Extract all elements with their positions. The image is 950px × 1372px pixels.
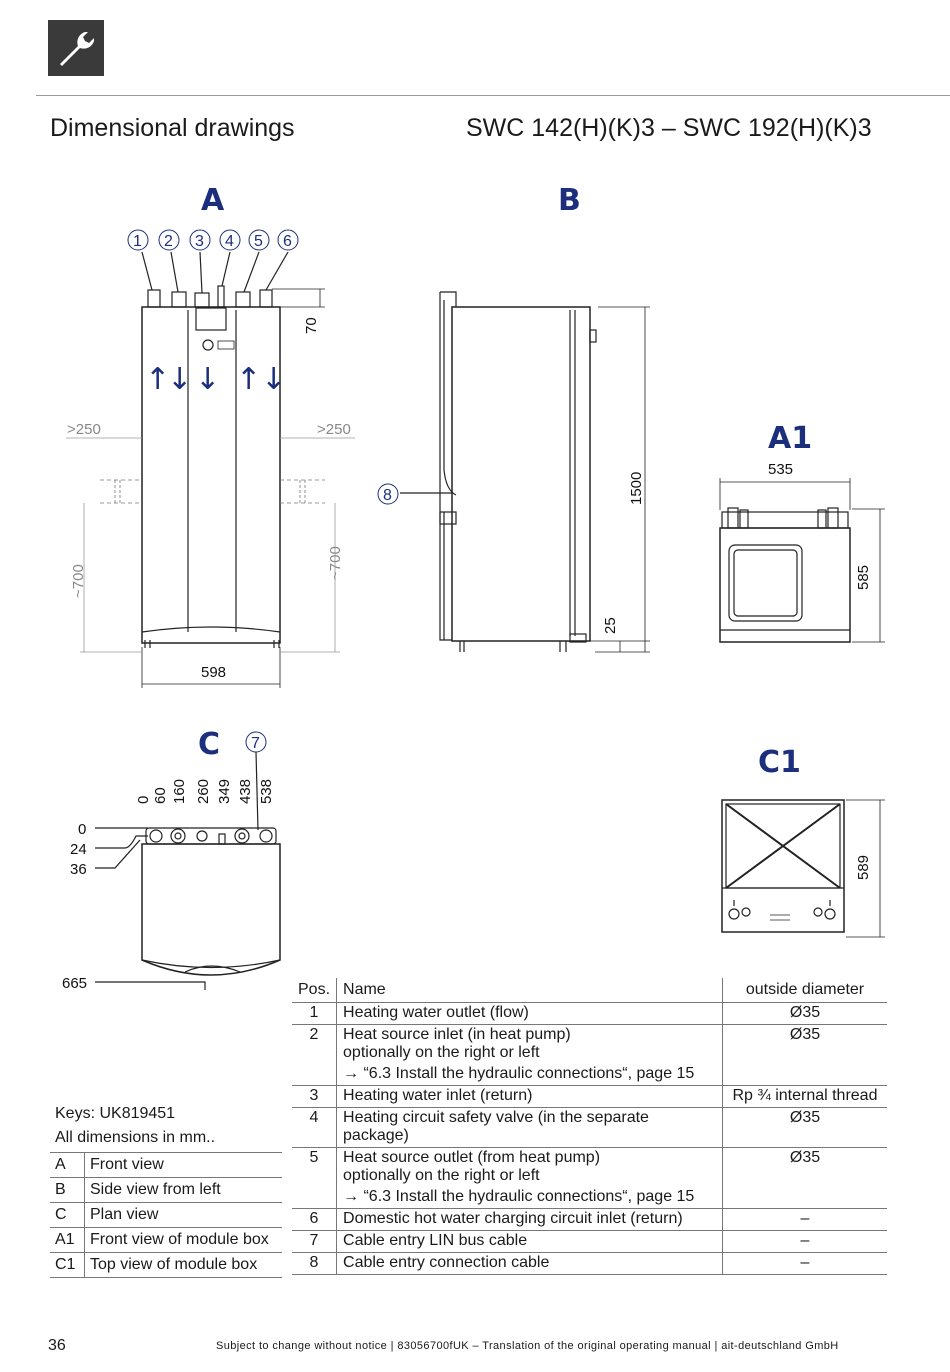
table-row: 4 Heating circuit safety valve (in the s… [292,1107,887,1148]
footer-text: Subject to change without notice | 83056… [216,1340,839,1352]
keys-title: Keys: UK819451 [55,1105,176,1122]
table-row: 6 Domestic hot water charging circuit in… [292,1208,887,1231]
view-label-a: A [201,183,225,218]
column-header-diameter: outside diameter [745,981,865,998]
table-row: 2 Heat source inlet (in heat pump) optio… [292,1024,887,1086]
marker-7: 7 [251,735,260,752]
dim-a-top: 70 [303,317,320,334]
dim-c-x: 538 [258,779,275,804]
marker-1: 1 [133,233,142,250]
column-header-name: Name [336,978,723,1003]
arrow-down-icon: ↓ [261,362,286,397]
view-label-c: C [198,727,220,762]
page-number: 36 [48,1337,66,1354]
dim-a-clear-right: >250 [317,421,351,438]
header-divider [36,95,950,96]
cross-reference-link[interactable]: → “6.3 Install the hydraulic connections… [343,1188,695,1205]
table-row: 1 Heating water outlet (flow) Ø35 [292,1002,887,1025]
dim-c-x: 438 [237,779,254,804]
view-label-a1: A1 [768,421,812,456]
arrow-up-icon: ↑ [236,362,261,397]
marker-4: 4 [225,233,234,250]
dim-c-x: 0 [135,796,152,804]
dim-c-y: 24 [70,841,87,858]
view-label-b: B [558,183,581,218]
dim-c-y: 665 [62,975,87,992]
dim-c1-height: 589 [855,855,872,880]
marker-5: 5 [254,233,263,250]
marker-6: 6 [283,233,292,250]
module-box-front-view [719,507,851,643]
wrench-icon [48,20,104,76]
marker-2: 2 [164,233,173,250]
dim-c-x: 160 [171,779,188,804]
dim-b-feet: 25 [602,617,619,634]
table-row: 3 Heating water inlet (return) Rp ¾ inte… [292,1085,887,1108]
keys-subtitle: All dimensions in mm.. [55,1129,216,1146]
dim-a-side-left: ~700 [70,564,87,598]
view-label-c1: C1 [758,745,801,780]
table-row: 7 Cable entry LIN bus cable – [292,1230,887,1253]
dim-c-y: 36 [70,861,87,878]
dim-c-x: 60 [152,787,169,804]
dimensional-drawings: ↑ ↓ ↓ ↑ ↓ A B A1 C C1 1 2 3 4 5 6 7 8 70… [62,183,885,992]
dim-c-x: 260 [195,779,212,804]
marker-8: 8 [383,487,392,504]
dim-a1-width: 535 [768,461,793,478]
page-title: Dimensional drawings [50,114,295,142]
module-box-top-view [721,799,845,933]
dim-a1-height: 585 [855,565,872,590]
table-row: 8 Cable entry connection cable – [292,1252,887,1275]
side-view-drawing [400,291,597,652]
arrow-down-icon: ↓ [167,362,192,397]
dim-c-x: 349 [216,779,233,804]
front-view-drawing [141,251,289,648]
model-title: SWC 142(H)(K)3 – SWC 192(H)(K)3 [466,114,872,142]
dim-c-y: 0 [78,821,86,838]
arrow-up-icon: ↑ [145,362,170,397]
dim-a-width: 598 [201,664,226,681]
cross-reference-link[interactable]: → “6.3 Install the hydraulic connections… [343,1065,695,1082]
dim-b-height: 1500 [628,472,645,505]
marker-3: 3 [195,233,204,250]
arrow-down-icon: ↓ [195,362,220,397]
positions-table: Pos. Name outside diameter 1 Heating wat… [292,978,887,1275]
plan-view-drawing [95,751,281,990]
dim-a-clear-left: >250 [67,421,101,438]
column-header-pos: Pos. [292,978,338,1003]
table-row: 5 Heat source outlet (from heat pump) op… [292,1147,887,1209]
dim-a-side-right: ~700 [327,546,344,580]
